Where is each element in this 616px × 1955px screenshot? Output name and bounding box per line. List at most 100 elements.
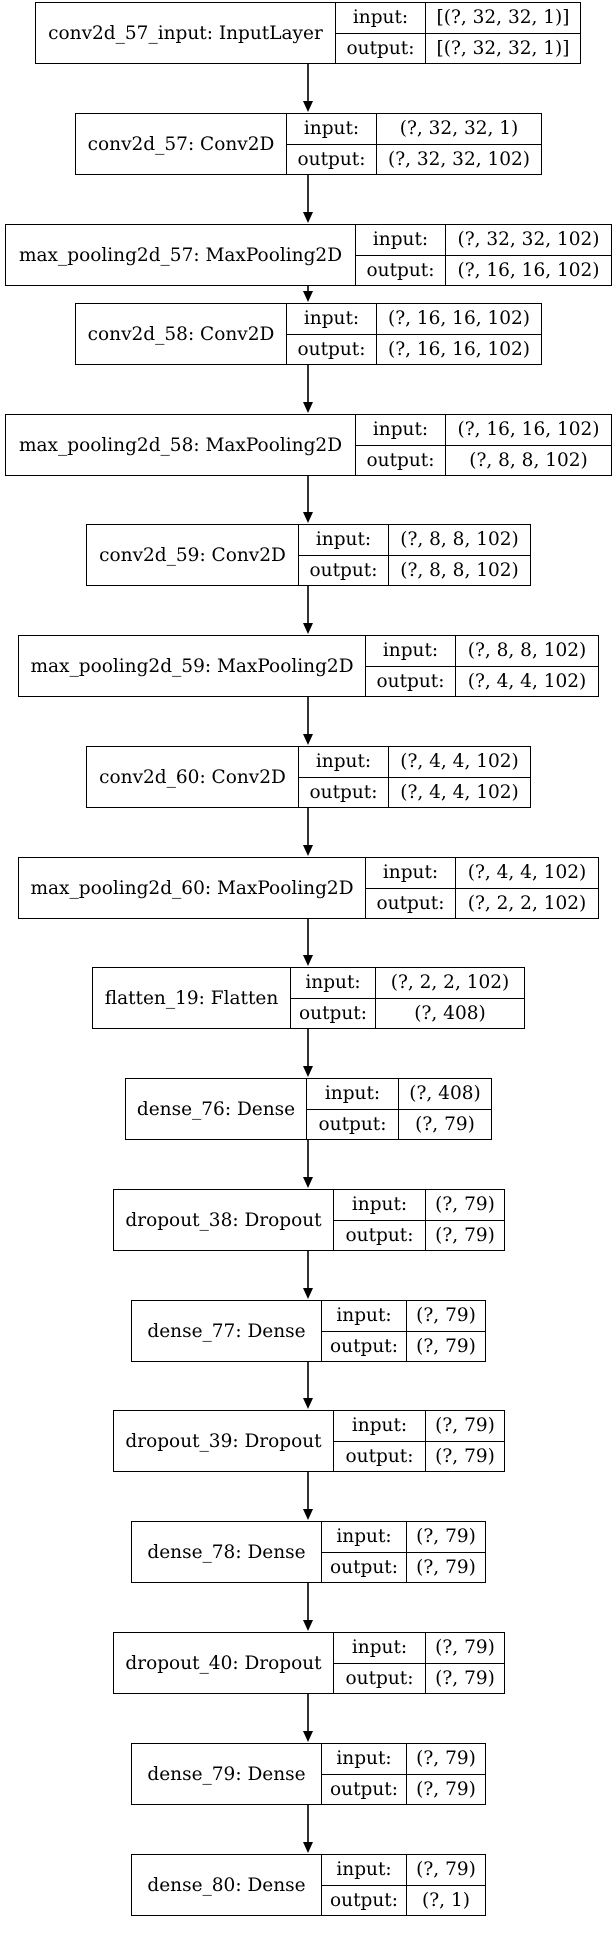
input-row: input:(?, 8, 8, 102)	[299, 525, 530, 555]
output-row: output: (?, 408)	[291, 997, 524, 1028]
layer-name: max_pooling2d_59: MaxPooling2D	[19, 636, 366, 696]
input-shape: (?, 16, 16, 102)	[457, 419, 600, 441]
layer-name: dense_78: Dense	[132, 1522, 322, 1582]
output-label: output:	[287, 334, 377, 364]
layer-io-table: input:(?, 79)output:(?, 79)	[334, 1633, 504, 1693]
layer-name: conv2d_57: Conv2D	[76, 114, 287, 174]
input-row: input:(?, 8, 8, 102)	[366, 636, 598, 666]
input-shape: (?, 32, 32, 1)	[399, 118, 519, 140]
layer-name: dropout_40: Dropout	[114, 1633, 334, 1693]
output-row: output: [(?, 32, 32, 1)]	[336, 32, 580, 63]
output-label: output:	[299, 555, 389, 585]
layer-name: flatten_19: Flatten	[93, 968, 291, 1028]
input-label: input:	[322, 1855, 407, 1885]
layer-name: dense_79: Dense	[132, 1744, 322, 1804]
input-label: input:	[322, 1744, 407, 1774]
input-label: input:	[291, 968, 376, 998]
output-row: output:(?, 79)	[307, 1108, 491, 1139]
layer-io-table: input:(?, 8, 8, 102)output:(?, 4, 4, 102…	[366, 636, 598, 696]
output-row: output: (?, 79)	[322, 1773, 485, 1804]
input-row: input:(?, 2, 2, 102)	[291, 968, 524, 998]
output-shape: [(?, 32, 32, 1)]	[436, 37, 570, 59]
output-label: output:	[322, 1774, 407, 1804]
input-label: input:	[334, 1633, 426, 1663]
layer-io-table: input:(?, 16, 16, 102)output: (?, 16, 16,…	[287, 304, 541, 364]
output-shape: (?, 4, 4, 102)	[467, 670, 587, 692]
output-row: output: (?, 16, 16, 102)	[287, 333, 541, 364]
input-row: input:(?, 4, 4, 102)	[366, 858, 598, 888]
input-shape: (?, 79)	[416, 1305, 476, 1327]
output-label: output:	[322, 1552, 407, 1582]
output-shape: (?, 79)	[416, 1556, 476, 1578]
output-row: output:(?, 8, 8, 102)	[356, 444, 611, 475]
output-row: output:(?, 32, 32, 102)	[287, 143, 541, 174]
input-shape: (?, 79)	[435, 1637, 495, 1659]
input-row: input:(?, 16, 16, 102)	[287, 304, 541, 334]
layer-io-table: input:(?, 4, 4, 102)output: (?, 2, 2, 102…	[366, 858, 598, 918]
layer-io-table: input:(?, 2, 2, 102)output: (?, 408)	[291, 968, 524, 1028]
layer-name: dropout_38: Dropout	[114, 1190, 334, 1250]
output-row: output: (?, 2, 2, 102)	[366, 887, 598, 918]
output-shape: (?, 8, 8, 102)	[469, 449, 588, 471]
output-shape: (?, 79)	[435, 1667, 495, 1689]
input-label: input:	[356, 225, 446, 255]
layer-name: max_pooling2d_60: MaxPooling2D	[19, 858, 366, 918]
input-label: input:	[287, 114, 377, 144]
output-shape: (?, 2, 2, 102)	[467, 892, 587, 914]
input-row: input:(?, 32, 32, 102)	[356, 225, 611, 255]
input-shape: (?, 79)	[435, 1415, 495, 1437]
input-label: input:	[334, 1411, 426, 1441]
output-label: output:	[366, 888, 456, 918]
layer-io-table: input:(?, 79)output:(?, 79)	[334, 1190, 504, 1250]
layer-io-table: input: [(?, 32, 32, 1)] output: [(?, 32, 32…	[336, 3, 580, 63]
layer-io-table: input: (?, 32, 32, 1) output:(?, 32, 32, 1…	[287, 114, 541, 174]
output-shape: (?, 408)	[414, 1002, 486, 1024]
layer-io-table: input: (?, 79) output: (?, 79)	[322, 1301, 485, 1361]
output-shape: (?, 16, 16, 102)	[387, 338, 531, 360]
output-label: output:	[334, 1220, 426, 1250]
output-row: output:(?, 4, 4, 102)	[366, 665, 598, 696]
output-shape: (?, 1)	[422, 1889, 470, 1911]
input-label: input:	[322, 1301, 407, 1331]
output-label: output:	[291, 998, 376, 1028]
output-label: output:	[307, 1109, 399, 1139]
output-label: output:	[336, 33, 426, 63]
output-label: output:	[334, 1441, 426, 1471]
input-shape: (?, 408)	[409, 1083, 481, 1105]
input-label: input:	[336, 3, 426, 33]
input-row: input:(?, 79)	[322, 1522, 485, 1552]
input-shape: (?, 79)	[416, 1748, 476, 1770]
output-row: output: (?, 79)	[322, 1330, 485, 1361]
output-shape: (?, 79)	[416, 1335, 476, 1357]
output-row: output: (?, 79)	[322, 1551, 485, 1582]
input-row: input:(?, 408)	[307, 1079, 491, 1109]
input-row: input:(?, 79)	[322, 1855, 485, 1885]
output-shape: (?, 79)	[416, 1778, 476, 1800]
layer-name: dense_77: Dense	[132, 1301, 322, 1361]
input-label: input:	[287, 304, 377, 334]
output-row: output:(?, 79)	[334, 1219, 504, 1250]
input-shape: [(?, 32, 32, 1)]	[436, 7, 570, 29]
layer-name: conv2d_57_input: InputLayer	[36, 3, 336, 63]
output-row: output:(?, 4, 4, 102)	[299, 776, 530, 807]
input-row: input: (?, 79)	[334, 1411, 504, 1441]
output-label: output:	[322, 1331, 407, 1361]
input-row: input:(?, 79)	[334, 1190, 504, 1220]
output-row: output:(?, 16, 16, 102)	[356, 254, 611, 285]
input-row: input:(?, 4, 4, 102)	[299, 747, 530, 777]
input-label: input:	[366, 636, 456, 666]
input-shape: (?, 4, 4, 102)	[467, 862, 587, 884]
